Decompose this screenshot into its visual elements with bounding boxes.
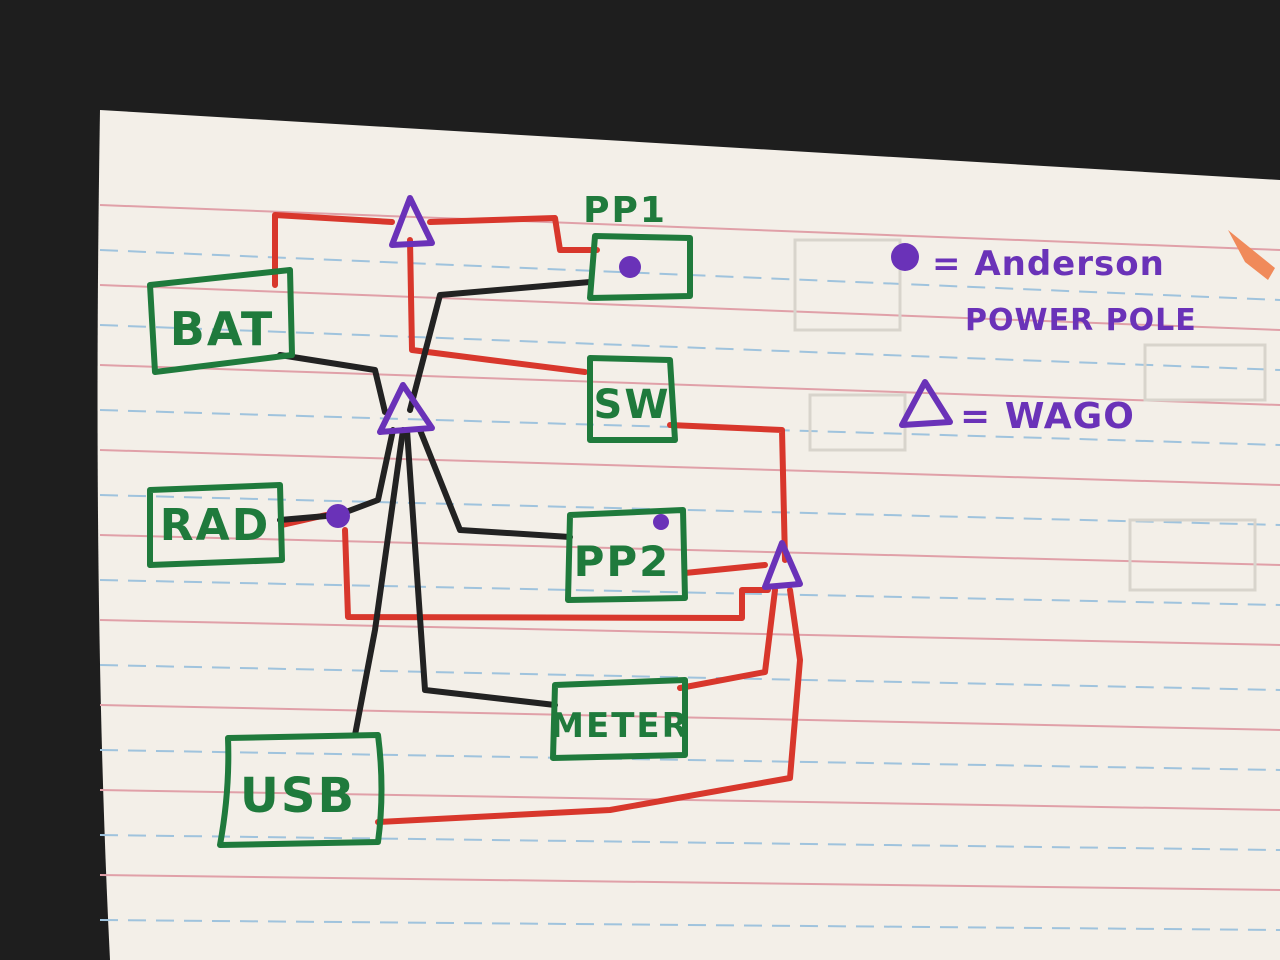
rad-box <box>147 482 285 568</box>
wago-top-icon <box>389 195 435 248</box>
bat-label: BAT <box>170 302 274 356</box>
meter-label: METER <box>550 706 690 746</box>
rad-anderson-dot-icon <box>326 504 350 528</box>
sw-box <box>587 355 678 443</box>
legend: = Anderson POWER POLE = WAGO <box>891 243 1197 437</box>
legend-anderson-line1: = Anderson <box>932 244 1165 284</box>
pp1-label: PP1 <box>583 190 667 231</box>
bat-box <box>147 267 295 375</box>
pp1-anderson-dot-icon <box>619 256 641 278</box>
legend-wago-text: = WAGO <box>960 396 1135 437</box>
pp2-anderson-dot-icon <box>653 514 669 530</box>
rad-label: RAD <box>160 500 270 551</box>
black-wires <box>277 279 593 738</box>
anderson-dots <box>326 256 669 530</box>
legend-wago-triangle-icon <box>899 379 953 428</box>
meter-box <box>550 677 688 761</box>
pp1-box <box>587 233 693 301</box>
legend-anderson-line2: POWER POLE <box>965 303 1197 338</box>
marker-tip-icon <box>1228 230 1275 280</box>
wago-center-icon <box>377 382 435 435</box>
component-boxes <box>147 233 693 848</box>
wago-right-icon <box>762 540 803 590</box>
legend-anderson-dot-icon <box>891 243 919 271</box>
pp2-label: PP2 <box>574 537 671 586</box>
usb-label: USB <box>240 768 356 824</box>
pp2-box <box>565 507 688 603</box>
sw-label: SW <box>594 382 671 428</box>
wago-triangles <box>377 195 803 590</box>
red-wires <box>272 212 803 825</box>
paper-sheet <box>97 110 1280 960</box>
usb-box <box>217 732 385 848</box>
